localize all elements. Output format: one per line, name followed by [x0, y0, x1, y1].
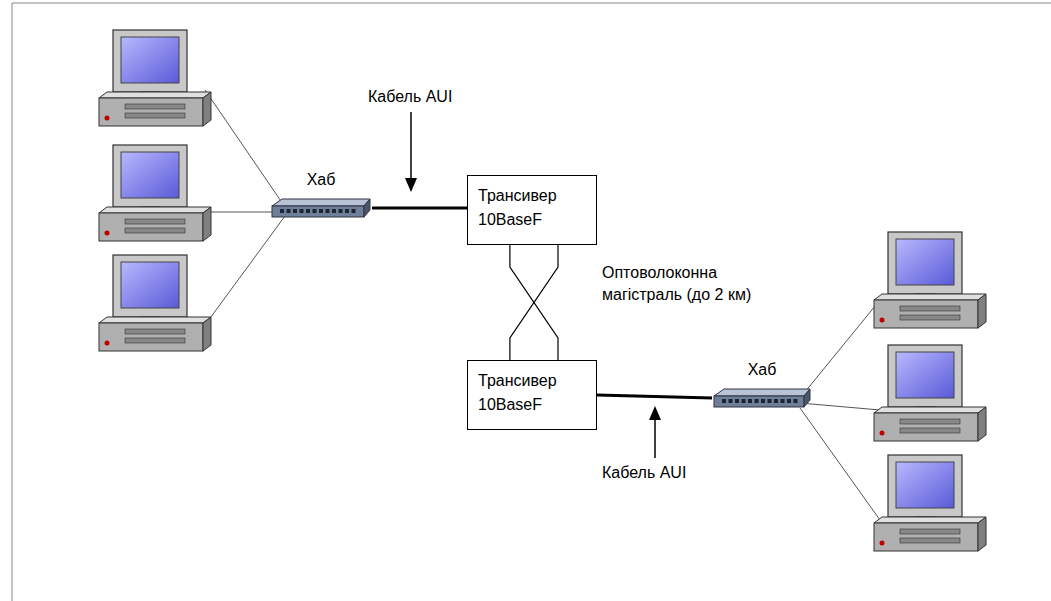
aui-cable — [597, 395, 712, 398]
computer-icon — [874, 345, 986, 441]
computer-icon — [99, 145, 211, 241]
lan-wires — [205, 90, 880, 520]
transceiver-label: Трансивер 10BaseF — [478, 369, 586, 417]
fiber-line — [510, 245, 558, 360]
hub-device: Хаб — [712, 358, 812, 412]
hub-device: Хаб — [270, 168, 372, 222]
hub-label: Хаб — [712, 358, 812, 382]
computer-icon — [874, 232, 986, 328]
frame-line — [12, 3, 1051, 4]
transceiver-box: Трансивер 10BaseF — [467, 175, 597, 245]
transceiver-box: Трансивер 10BaseF — [467, 360, 597, 430]
leader-arrow — [405, 112, 417, 192]
computer-icon — [99, 30, 211, 126]
hub-icon — [712, 386, 812, 412]
cable-label: Кабель AUI — [602, 462, 686, 484]
computer-icon — [99, 255, 211, 351]
fiber-label: Оптоволоконна магістраль (до 2 км) — [602, 262, 780, 307]
aui-cable — [372, 207, 467, 210]
transceiver-label: Трансивер 10BaseF — [478, 184, 586, 232]
leader-arrow — [649, 406, 661, 458]
frame-line — [12, 3, 13, 601]
computer-icon — [874, 455, 986, 551]
hub-icon — [270, 196, 372, 222]
hub-label: Хаб — [270, 168, 372, 192]
fiber-line — [510, 245, 558, 360]
cable-label: Кабель AUI — [368, 86, 452, 108]
